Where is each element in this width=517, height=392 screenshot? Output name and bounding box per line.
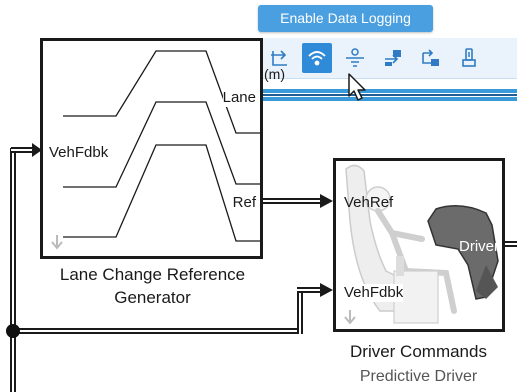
lane-signal-line[interactable] (262, 89, 517, 101)
reroute-signal-icon[interactable] (264, 43, 294, 73)
driver-block-subcaption: Predictive Driver (359, 368, 478, 385)
lane-profile-graphic (63, 50, 260, 242)
output-port-driver: Driver (459, 238, 499, 255)
data-logging-icon[interactable] (302, 43, 332, 73)
down-arrow-icon (51, 235, 63, 250)
feedback-signal-line[interactable] (6, 143, 333, 392)
output-port-lane: Lane (222, 89, 256, 107)
add-connection-icon[interactable] (378, 43, 408, 73)
signal-properties-icon[interactable] (340, 43, 370, 73)
lane-block-caption-line1: Lane Change Reference (59, 265, 246, 284)
lane-block-caption-line2: Generator (114, 288, 191, 307)
down-arrow-icon (344, 310, 356, 325)
driver-commands-block[interactable]: VehRef VehFdbk Driver (333, 158, 505, 332)
signal-action-toolbar (258, 38, 517, 79)
input-port-vehfdbk: VehFdbk (344, 284, 404, 302)
lane-change-reference-generator-block[interactable]: VehFdbk Lane Ref (40, 38, 263, 259)
test-point-icon[interactable] (454, 43, 484, 73)
output-port-ref: Ref (232, 194, 256, 212)
ref-signal-line[interactable] (262, 194, 333, 208)
enable-data-logging-tooltip: Enable Data Logging (258, 5, 433, 32)
signal-units-label: (m) (264, 66, 285, 82)
input-port-vehref: VehRef (344, 194, 394, 211)
mouse-cursor-icon (348, 73, 366, 101)
input-port-vehfdbk: VehFdbk (49, 144, 109, 162)
branch-point (6, 324, 20, 338)
connect-block-icon[interactable] (416, 43, 446, 73)
driver-block-caption: Driver Commands (350, 342, 487, 361)
